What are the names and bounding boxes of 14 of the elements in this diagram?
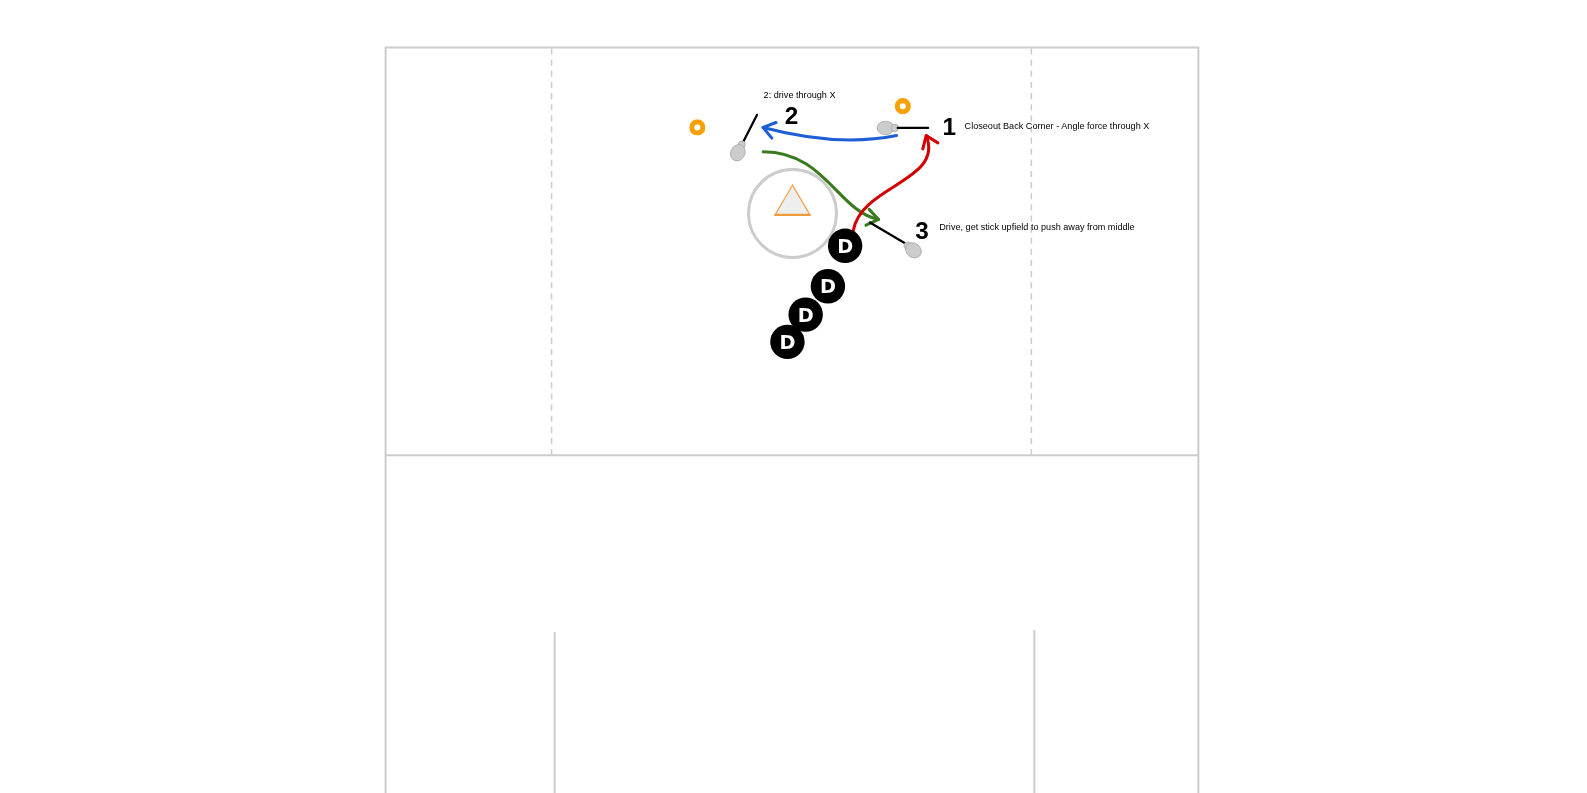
defender-token: D xyxy=(770,324,805,360)
note-text: Drive, get stick upfield to push away from middle xyxy=(939,222,1135,234)
note-text: Closeout Back Corner - Angle force through X xyxy=(964,120,1150,132)
defender-token: D xyxy=(827,228,863,263)
player-number: 1 xyxy=(942,115,957,138)
lacrosse-stick-icon xyxy=(876,120,930,136)
arrow xyxy=(761,150,881,226)
note-text: 2: drive through X xyxy=(763,89,836,101)
arrow xyxy=(761,120,899,142)
defender-token: D xyxy=(788,297,823,332)
defender-token: D xyxy=(810,269,846,304)
player-number: 3 xyxy=(915,219,929,242)
player-number: 2 xyxy=(784,105,799,128)
arrow xyxy=(851,134,939,233)
